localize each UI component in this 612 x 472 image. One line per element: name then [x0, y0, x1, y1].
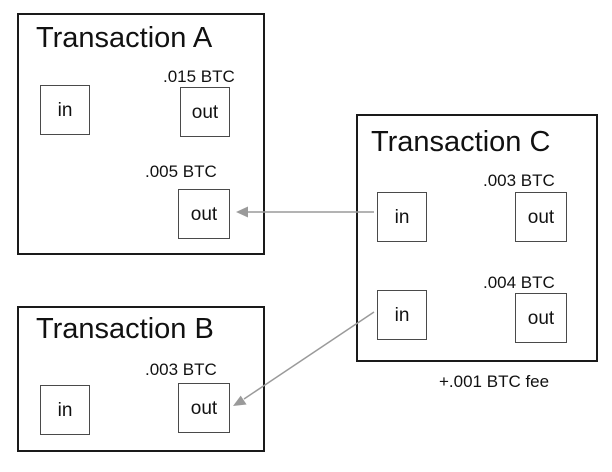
transaction-a-box: Transaction A in .015 BTC out .005 BTC o…: [17, 13, 265, 255]
transaction-a-title: Transaction A: [36, 22, 213, 54]
transaction-c-input-1: in: [377, 192, 427, 242]
transaction-c-input-2: in: [377, 290, 427, 340]
transaction-a-output-2-amount: .005 BTC: [145, 162, 217, 181]
transaction-c-output-2-amount: .004 BTC: [483, 273, 555, 292]
transaction-c-title: Transaction C: [371, 126, 551, 158]
arrow-c-input-2-to-b-output: [233, 311, 375, 406]
transaction-a-input: in: [40, 85, 90, 135]
transaction-b-output: out: [178, 383, 230, 433]
transaction-a-output-1: out: [180, 87, 230, 137]
transaction-b-output-amount: .003 BTC: [145, 360, 217, 379]
transaction-a-output-2: out: [178, 189, 230, 239]
transaction-b-title: Transaction B: [36, 313, 214, 345]
transaction-b-input: in: [40, 385, 90, 435]
transaction-c-output-2: out: [515, 293, 567, 343]
arrow-c-input-1-to-a-output-2: [236, 206, 374, 218]
transaction-b-box: Transaction B .003 BTC in out: [17, 306, 265, 452]
transaction-a-output-1-amount: .015 BTC: [163, 67, 235, 86]
transaction-c-output-1-amount: .003 BTC: [483, 171, 555, 190]
transaction-c-fee: +.001 BTC fee: [439, 372, 550, 391]
transaction-c-output-1: out: [515, 192, 567, 242]
transaction-c-box: Transaction C .003 BTC in out .004 BTC i…: [356, 114, 598, 362]
